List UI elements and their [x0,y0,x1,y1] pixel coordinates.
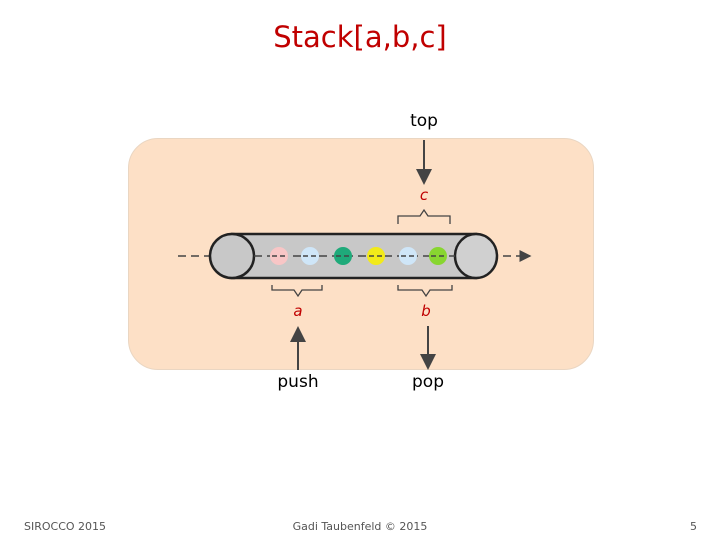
page-number: 5 [690,520,697,533]
brace-b [397,285,453,298]
element-c-label: c [419,186,429,204]
stack-ball [429,247,447,265]
brace-a [271,285,323,298]
footer-center: Gadi Taubenfeld © 2015 [292,520,428,533]
stack-ball [270,247,288,265]
footer-left: SIROCCO 2015 [24,520,107,533]
top-label: top [410,111,438,131]
tube-left-cap-dashed [231,233,255,279]
pop-label: pop [412,372,444,392]
stack-ball [334,247,352,265]
brace-c [397,208,451,224]
element-b-label: b [421,302,431,320]
element-a-label: a [293,302,303,320]
stack-ball [367,247,385,265]
stack-ball [399,247,417,265]
push-label: push [277,372,319,392]
stack-ball [301,247,319,265]
tube-right-cap [453,232,499,280]
slide-title: Stack[a,b,c] [273,20,447,54]
